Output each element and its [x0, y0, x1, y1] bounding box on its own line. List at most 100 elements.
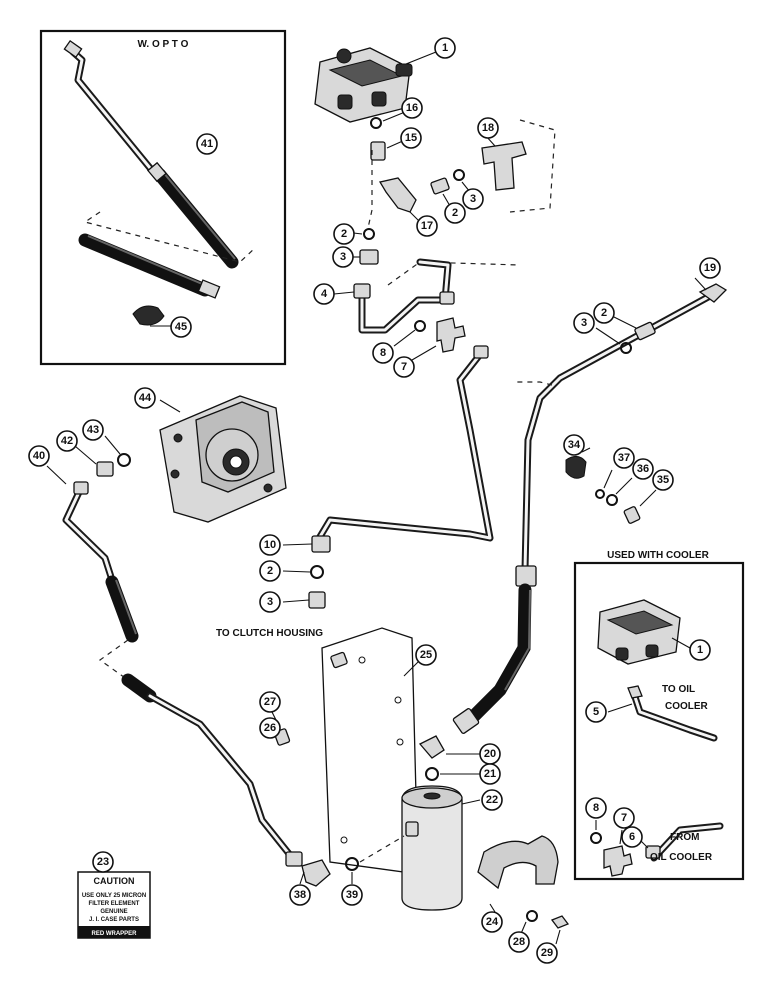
callout-41: 41 — [196, 133, 218, 155]
callout-number: 38 — [294, 889, 306, 901]
callout-number: 15 — [405, 132, 417, 144]
callout-number: 19 — [704, 262, 716, 274]
filter-bracket — [321, 627, 419, 875]
callout-number: 28 — [513, 936, 525, 948]
callout-number: 29 — [541, 947, 553, 959]
callout-number: 25 — [420, 649, 432, 661]
callout-43: 43 — [82, 419, 104, 441]
callout-16: 16 — [401, 97, 423, 119]
callout-35: 35 — [652, 469, 674, 491]
caution-line-1: USE ONLY 25 MICRON — [82, 893, 146, 899]
callout-number: 45 — [175, 321, 187, 333]
callout-29: 29 — [536, 942, 558, 964]
callout-number: 44 — [139, 392, 152, 404]
callout-number: 3 — [267, 596, 273, 608]
callout-17: 17 — [416, 215, 438, 237]
hydraulic-pump — [159, 395, 287, 523]
inset-cooler-title: USED WITH COOLER — [607, 550, 709, 561]
callout-number: 27 — [264, 696, 276, 708]
control-valve-cooler — [597, 599, 681, 665]
callout-number: 40 — [33, 450, 45, 462]
callout-number: 4 — [321, 288, 328, 300]
callout-2: 2 — [593, 302, 615, 324]
callout-number: 5 — [593, 706, 599, 718]
callout-3: 3 — [462, 188, 484, 210]
callout-number: 10 — [264, 539, 276, 551]
callout-39: 39 — [341, 884, 363, 906]
callout-number: 37 — [618, 452, 630, 464]
caution-footer: RED WRAPPER — [91, 931, 137, 937]
callout-4: 4 — [313, 283, 335, 305]
callout-6: 6 — [621, 826, 643, 848]
caution-label: CAUTION USE ONLY 25 MICRON FILTER ELEMEN… — [77, 871, 151, 939]
from-oil-label-1: FROM — [670, 832, 699, 843]
callout-20: 20 — [479, 743, 501, 765]
callout-36: 36 — [632, 458, 654, 480]
callout-38: 38 — [289, 884, 311, 906]
caution-line-3: GENUINE — [100, 909, 127, 915]
callout-7: 7 — [613, 807, 635, 829]
callout-number: 2 — [267, 565, 273, 577]
callout-21: 21 — [479, 763, 501, 785]
to-oil-label-2: COOLER — [665, 701, 709, 712]
callout-number: 3 — [340, 251, 346, 263]
callout-number: 6 — [629, 831, 635, 843]
callout-24: 24 — [481, 911, 503, 933]
callout-number: 22 — [486, 794, 498, 806]
callout-number: 36 — [637, 463, 649, 475]
callout-3: 3 — [332, 246, 354, 268]
callout-23: 23 — [92, 851, 114, 873]
callout-5: 5 — [585, 701, 607, 723]
callout-number: 2 — [452, 207, 458, 219]
inset-used-with-cooler — [573, 561, 745, 881]
callout-2: 2 — [259, 560, 281, 582]
caution-title: CAUTION — [94, 876, 135, 886]
callout-7: 7 — [393, 356, 415, 378]
callout-1: 1 — [689, 639, 711, 661]
inset-wo-pto — [39, 29, 287, 366]
callout-number: 7 — [401, 361, 407, 373]
callout-number: 34 — [568, 439, 581, 451]
callout-number: 3 — [470, 193, 476, 205]
callout-number: 39 — [346, 889, 358, 901]
callout-number: 18 — [482, 122, 494, 134]
callout-number: 8 — [380, 347, 386, 359]
from-oil-label-2: OIL COOLER — [650, 852, 713, 863]
callout-number: 8 — [593, 802, 599, 814]
callout-number: 21 — [484, 768, 496, 780]
to-oil-label-1: TO OIL — [662, 684, 695, 695]
callout-number: 41 — [201, 138, 213, 150]
inset-wo-pto-title: W. O P T O — [138, 39, 189, 50]
callout-34: 34 — [563, 434, 585, 456]
callout-18: 18 — [477, 117, 499, 139]
callout-2: 2 — [444, 202, 466, 224]
caution-line-2: FILTER ELEMENT — [89, 901, 140, 907]
oil-filter-canister — [401, 785, 463, 911]
callout-22: 22 — [481, 789, 503, 811]
callout-number: 42 — [61, 435, 73, 447]
caution-line-4: J. I. CASE PARTS — [89, 917, 139, 923]
callout-number: 7 — [621, 812, 627, 824]
callout-number: 35 — [657, 474, 669, 486]
callout-number: 23 — [97, 856, 109, 868]
callout-3: 3 — [259, 591, 281, 613]
callout-number: 1 — [442, 42, 448, 54]
callout-number: 17 — [421, 220, 433, 232]
callout-number: 43 — [87, 424, 99, 436]
callout-number: 2 — [601, 307, 607, 319]
callout-26: 26 — [259, 717, 281, 739]
callout-42: 42 — [56, 430, 78, 452]
callout-19: 19 — [699, 257, 721, 279]
callout-10: 10 — [259, 534, 281, 556]
callout-number: 20 — [484, 748, 496, 760]
callout-40: 40 — [28, 445, 50, 467]
callout-number: 1 — [697, 644, 703, 656]
callout-number: 26 — [264, 722, 276, 734]
to-clutch-housing-label: TO CLUTCH HOUSING — [216, 628, 323, 639]
callout-28: 28 — [508, 931, 530, 953]
callout-37: 37 — [613, 447, 635, 469]
control-valve-top — [314, 47, 413, 123]
callout-number: 24 — [486, 916, 499, 928]
callout-15: 15 — [400, 127, 422, 149]
